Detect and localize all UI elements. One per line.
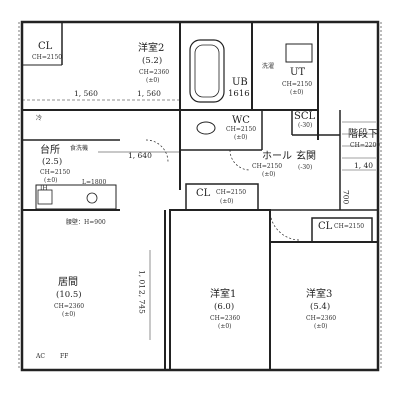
wc-name: WC	[232, 115, 250, 126]
dim-700: 700	[341, 190, 351, 205]
bathtub	[189, 39, 225, 103]
toilet	[196, 121, 216, 135]
hall-eq: (±0)	[262, 171, 276, 178]
counter-label: L=1800	[82, 179, 107, 186]
dim-140: 1, 40	[354, 161, 374, 170]
dim-2745: 2, 745	[137, 290, 147, 314]
door-cl-eq: (±0)	[220, 198, 234, 205]
bathtub-inner	[194, 44, 220, 98]
living-area: (10.5)	[56, 290, 82, 300]
cl-top-ch: CH=2150	[32, 54, 63, 61]
basin	[285, 43, 313, 63]
ac-label: AC	[36, 353, 45, 360]
wc-ch: CH=2150	[226, 126, 257, 133]
door-swing-1	[145, 139, 169, 163]
stove-box	[37, 189, 53, 205]
bedroom2-eq: (±0)	[146, 77, 160, 84]
wc-eq: (±0)	[234, 134, 248, 141]
stairs-lines	[342, 121, 376, 171]
cl-mid-ch: CH=2150	[216, 189, 247, 196]
kitchen-ch: CH=2150	[40, 169, 71, 176]
kitchen-area: (2.5)	[42, 157, 63, 167]
door-swing-2	[269, 209, 301, 241]
bedroom3-area: (5.4)	[310, 302, 331, 312]
bedroom1-eq: (±0)	[218, 323, 232, 330]
kitchen-eq: (±0)	[44, 177, 58, 184]
door-swing-3	[229, 149, 251, 171]
living-eq: (±0)	[62, 311, 76, 318]
hall-ch: CH=2150	[252, 163, 283, 170]
wainscot-label: 腰壁：H=900	[66, 219, 106, 226]
cl-right-ch: CH=2150	[334, 223, 365, 230]
dim-1560-a: 1, 560	[74, 89, 98, 98]
bedroom1-ch: CH=2360	[210, 315, 241, 322]
ut-ch: CH=2150	[282, 81, 313, 88]
bedroom2-ch: CH=2360	[139, 69, 170, 76]
ut-eq: (±0)	[290, 89, 304, 96]
ub-name: UB	[232, 77, 248, 88]
counter-box	[35, 184, 117, 210]
dim-1640: 1, 640	[128, 151, 152, 160]
stairs-ch: CH=2200	[350, 142, 381, 149]
entrance-eq: (-30)	[298, 164, 313, 171]
stairs-name: 階段下	[348, 129, 378, 140]
wash-label: 洗濯	[262, 63, 275, 70]
entrance-name: 玄関	[296, 151, 316, 162]
bedroom3-eq: (±0)	[314, 323, 328, 330]
ff-label: FF	[60, 353, 69, 360]
ub-size: 1616	[228, 89, 250, 99]
range-label: IH	[40, 185, 48, 192]
cl-mid-name: CL	[196, 188, 211, 199]
bedroom2-area: (5.2)	[142, 56, 163, 66]
bedroom3-name: 洋室3	[306, 289, 333, 300]
dim-101: 1, 01	[137, 270, 147, 290]
living-name: 居間	[58, 277, 78, 288]
bedroom1-name: 洋室1	[210, 289, 237, 300]
scl-eq: (-30)	[298, 122, 313, 129]
cl-right-name: CL	[318, 221, 333, 232]
cold-label: 冷	[36, 115, 43, 122]
scl-name: SCL	[294, 111, 316, 122]
dishwasher-label: 食洗機	[70, 145, 89, 152]
ut-name: UT	[290, 67, 306, 78]
dim-1560-b: 1, 560	[137, 89, 161, 98]
hall-name: ホール	[262, 151, 292, 162]
cl-top-name: CL	[38, 41, 53, 52]
bedroom3-ch: CH=2360	[306, 315, 337, 322]
bedroom1-area: (6.0)	[214, 302, 235, 312]
living-ch: CH=2360	[54, 303, 85, 310]
kitchen-name: 台所	[40, 145, 60, 156]
bedroom2-name: 洋室2	[138, 43, 165, 54]
sink	[86, 192, 98, 204]
bedroom1-box	[169, 209, 271, 371]
